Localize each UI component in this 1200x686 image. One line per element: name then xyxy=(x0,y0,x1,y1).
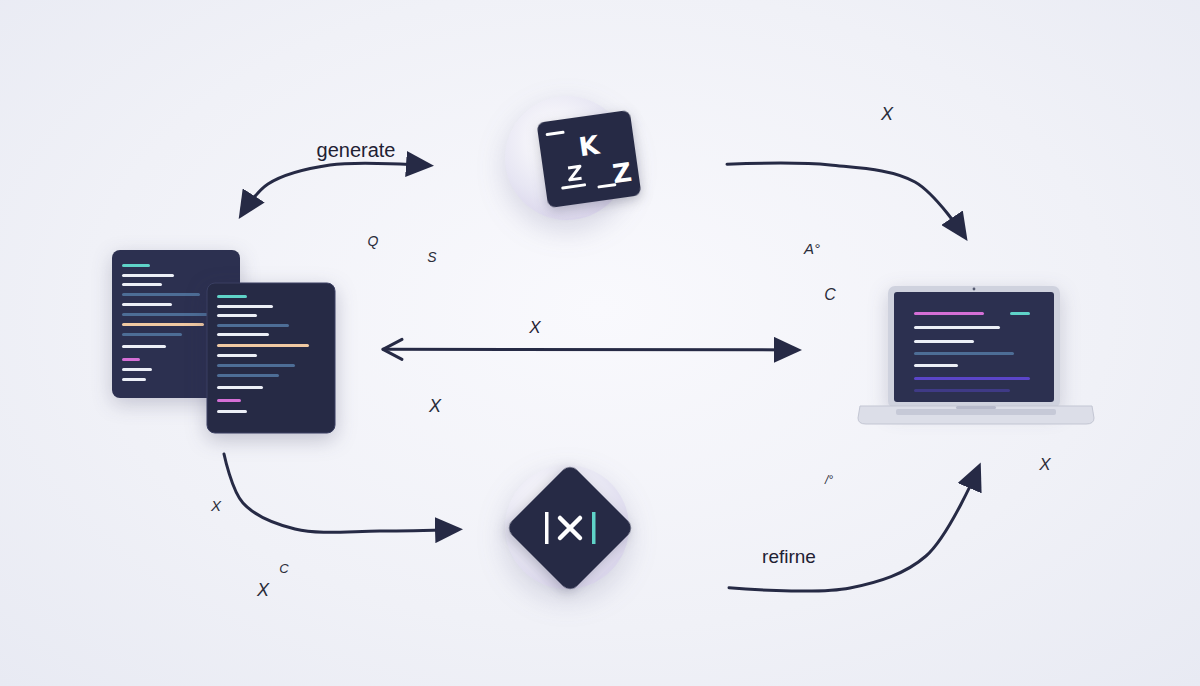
laptop-illustration xyxy=(858,286,1094,424)
bar-left xyxy=(545,512,549,544)
node-outline xyxy=(505,465,629,589)
code-line xyxy=(217,410,247,413)
code-line xyxy=(122,264,150,267)
stray-glyph: X xyxy=(429,397,441,415)
code-line xyxy=(122,303,172,306)
icon-glyph: Z xyxy=(611,159,633,187)
flow-arrow xyxy=(383,348,796,352)
stray-glyph: X xyxy=(881,105,893,123)
code-line xyxy=(122,368,152,371)
code-line xyxy=(122,283,162,286)
tool-circle: KZ xyxy=(505,96,629,220)
terminal-stroke xyxy=(563,185,585,188)
laptop-node xyxy=(858,286,1094,428)
edge-label: X xyxy=(529,319,540,336)
code-line xyxy=(914,340,974,343)
flow-arrow xyxy=(242,163,428,214)
terminal-glyph xyxy=(568,166,582,180)
stray-glyph: A° xyxy=(804,241,820,256)
code-line xyxy=(217,399,241,402)
edge-label: refirne xyxy=(762,547,816,566)
code-line xyxy=(914,364,958,367)
stray-glyph: X xyxy=(211,498,221,513)
node-outline xyxy=(858,286,1094,428)
code-line xyxy=(914,352,1014,355)
diamond-shape xyxy=(505,463,635,593)
code-line xyxy=(122,358,140,361)
code-line xyxy=(217,364,295,367)
code-panel xyxy=(207,283,335,433)
tool-circle xyxy=(505,465,629,589)
code-line xyxy=(1010,312,1030,315)
stray-glyph: X xyxy=(1039,456,1050,473)
code-line xyxy=(217,324,289,327)
stray-glyph: S xyxy=(427,250,436,264)
terminal-icon xyxy=(536,110,641,208)
icon-glyph: K xyxy=(577,132,601,161)
node-outline xyxy=(112,250,336,434)
stray-glyph: /° xyxy=(825,474,833,486)
stray-glyph: C xyxy=(279,562,288,575)
code-documents xyxy=(112,250,336,434)
code-line xyxy=(122,313,208,316)
flow-arrow xyxy=(729,468,978,591)
terminal-stroke xyxy=(599,185,615,187)
code-line xyxy=(914,377,1030,380)
stray-glyph: X xyxy=(257,581,269,599)
code-line xyxy=(122,293,200,296)
flow-arrow xyxy=(727,163,964,236)
code-line xyxy=(217,314,257,317)
code-line xyxy=(217,295,247,298)
code-line xyxy=(122,274,174,277)
stray-glyph: Q xyxy=(368,234,379,248)
terminal-stroke xyxy=(547,132,563,134)
flow-arrow xyxy=(224,454,457,532)
cross-mark xyxy=(560,518,580,538)
code-line xyxy=(217,386,263,389)
code-line xyxy=(122,323,204,326)
code-line xyxy=(217,354,257,357)
code-line xyxy=(914,389,1010,392)
code-line xyxy=(122,345,166,348)
code-line xyxy=(122,333,182,336)
stray-glyph: C xyxy=(824,287,836,303)
code-line xyxy=(217,305,273,308)
code-line xyxy=(217,344,309,347)
code-line xyxy=(217,374,279,377)
bar-right xyxy=(592,512,596,544)
node-outline xyxy=(505,96,629,220)
code-line xyxy=(217,333,269,336)
diff-icon xyxy=(505,463,635,593)
edge-label: generate xyxy=(317,140,396,160)
code-line xyxy=(914,312,984,315)
terminal-box xyxy=(536,110,641,208)
code-line xyxy=(914,326,1000,329)
code-line xyxy=(122,378,146,381)
